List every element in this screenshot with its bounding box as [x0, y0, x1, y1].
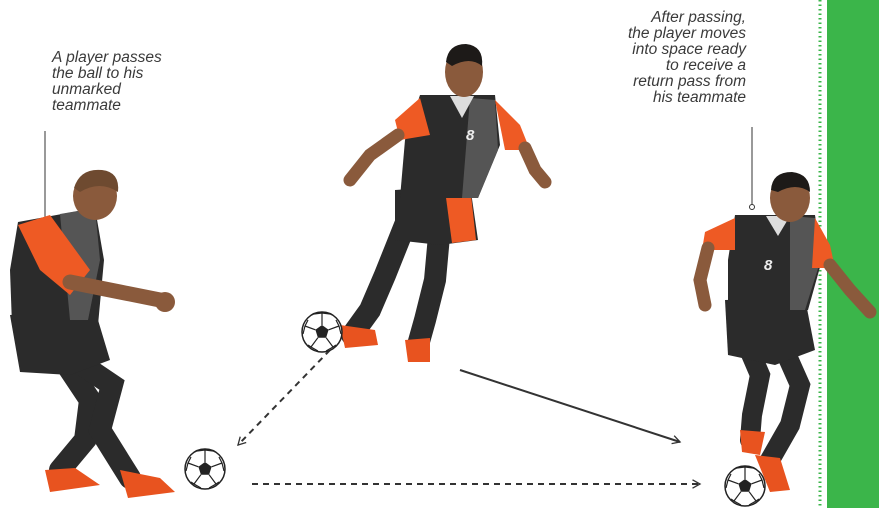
- player-passer: [10, 170, 175, 498]
- pitch-strip: [827, 0, 879, 508]
- shirt-number: 8: [466, 127, 475, 144]
- caption-runner: After passing, the player moves into spa…: [600, 10, 746, 106]
- dashed-arrow-icon: [238, 350, 330, 445]
- player-receiver: 8: [340, 44, 545, 362]
- soccer-ball-icon: [725, 466, 765, 506]
- caption-pointer-right: [750, 127, 755, 210]
- caption-passer: A player passes the ball to his unmarked…: [52, 50, 202, 114]
- soccer-ball-icon: [302, 312, 342, 352]
- solid-arrow-icon: [460, 370, 680, 442]
- soccer-ball-icon: [185, 449, 225, 489]
- shirt-number: 8: [764, 257, 773, 274]
